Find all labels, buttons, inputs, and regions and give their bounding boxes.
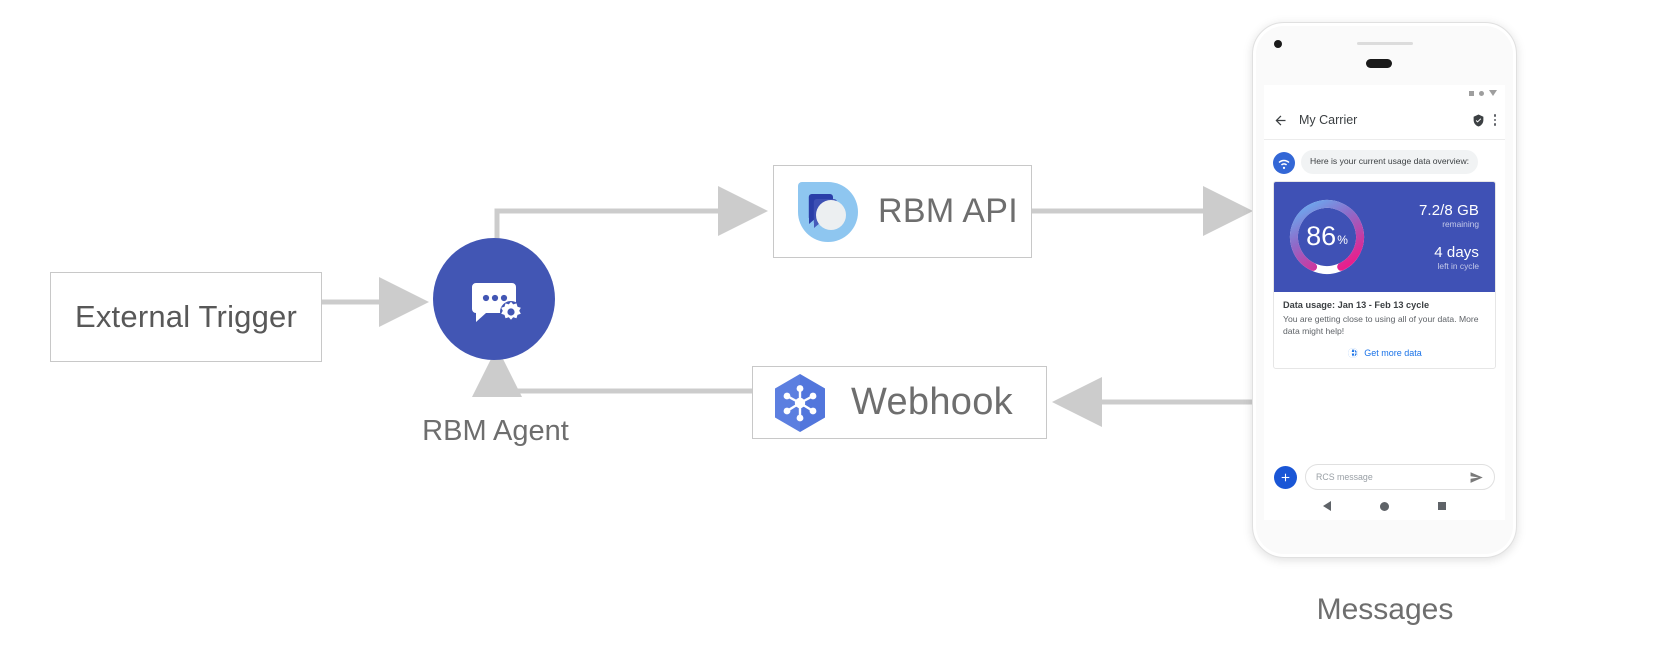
- rcs-message-placeholder: RCS message: [1316, 472, 1373, 482]
- data-remaining-value: 7.2/8 GB: [1418, 202, 1479, 220]
- usage-gauge-value: 86: [1306, 221, 1337, 252]
- rbm-agent-label: RBM Agent: [422, 415, 569, 447]
- rich-card-body: Data usage: Jan 13 - Feb 13 cycle You ar…: [1274, 292, 1495, 368]
- nav-recents-icon[interactable]: [1438, 502, 1447, 510]
- earpiece-speaker: [1357, 42, 1413, 45]
- sensor-notch: [1366, 59, 1392, 68]
- phone-label: Messages: [1316, 593, 1454, 626]
- dot-icon: [1479, 90, 1484, 96]
- triangle-down-icon: [1489, 90, 1497, 96]
- hero-stats: 7.2/8 GB remaining 4 days left in cycle: [1376, 202, 1485, 271]
- webhook-label: Webhook: [851, 381, 1013, 423]
- external-trigger-label: External Trigger: [74, 299, 298, 334]
- days-left-label: left in cycle: [1437, 261, 1479, 272]
- phone-screen: My Carrier Here is your: [1264, 85, 1505, 520]
- data-remaining-label: remaining: [1442, 219, 1479, 230]
- rcs-message-input[interactable]: RCS message: [1305, 464, 1495, 490]
- rbm-droplet-icon: [798, 181, 858, 242]
- app-bar: My Carrier: [1264, 101, 1505, 140]
- webhook-hexagon-icon: [775, 373, 825, 432]
- data-usage-hero: 86 % 7.2/8 GB remaining 4 days left in c…: [1274, 181, 1495, 292]
- usage-gauge: 86 %: [1284, 194, 1370, 280]
- usage-gauge-unit: %: [1337, 233, 1348, 248]
- verified-shield-icon[interactable]: [1472, 114, 1485, 127]
- rich-card[interactable]: 86 % 7.2/8 GB remaining 4 days left in c…: [1273, 180, 1496, 369]
- send-icon[interactable]: [1469, 470, 1484, 485]
- incoming-message-text: Here is your current usage data overview…: [1301, 150, 1479, 174]
- get-more-data-button[interactable]: Get more data: [1283, 347, 1486, 359]
- overflow-menu-icon[interactable]: [1493, 114, 1496, 126]
- nav-back-icon[interactable]: [1322, 501, 1331, 511]
- days-left-value: 4 days: [1434, 244, 1479, 262]
- globe-icon: [1348, 347, 1359, 358]
- rbm-api-label: RBM API: [878, 192, 1019, 230]
- front-camera-icon: [1274, 40, 1282, 48]
- chat-gear-icon: [472, 283, 522, 323]
- android-nav-bar: [1264, 494, 1505, 518]
- rich-card-title: Data usage: Jan 13 - Feb 13 cycle: [1283, 299, 1430, 310]
- status-bar: [1264, 85, 1505, 101]
- add-attachment-icon[interactable]: [1274, 465, 1297, 489]
- rbm-api-node[interactable]: RBM API: [773, 165, 1032, 258]
- square-icon: [1469, 90, 1474, 96]
- nav-home-icon[interactable]: [1379, 501, 1389, 511]
- back-arrow-icon[interactable]: [1273, 113, 1288, 128]
- get-more-data-label: Get more data: [1364, 347, 1422, 358]
- carrier-wifi-avatar-icon: [1273, 151, 1295, 174]
- webhook-node[interactable]: Webhook: [752, 366, 1047, 439]
- message-thread: Here is your current usage data overview…: [1264, 140, 1505, 369]
- conversation-title: My Carrier: [1299, 113, 1358, 127]
- incoming-message-row: Here is your current usage data overview…: [1273, 150, 1496, 174]
- phone-device: My Carrier Here is your: [1252, 22, 1517, 558]
- rich-card-text: You are getting close to using all of yo…: [1283, 313, 1479, 337]
- message-composer: RCS message: [1264, 464, 1505, 490]
- external-trigger-node[interactable]: External Trigger: [50, 272, 322, 362]
- usage-gauge-value-group: 86 %: [1284, 194, 1370, 280]
- rbm-agent-node[interactable]: [433, 238, 555, 360]
